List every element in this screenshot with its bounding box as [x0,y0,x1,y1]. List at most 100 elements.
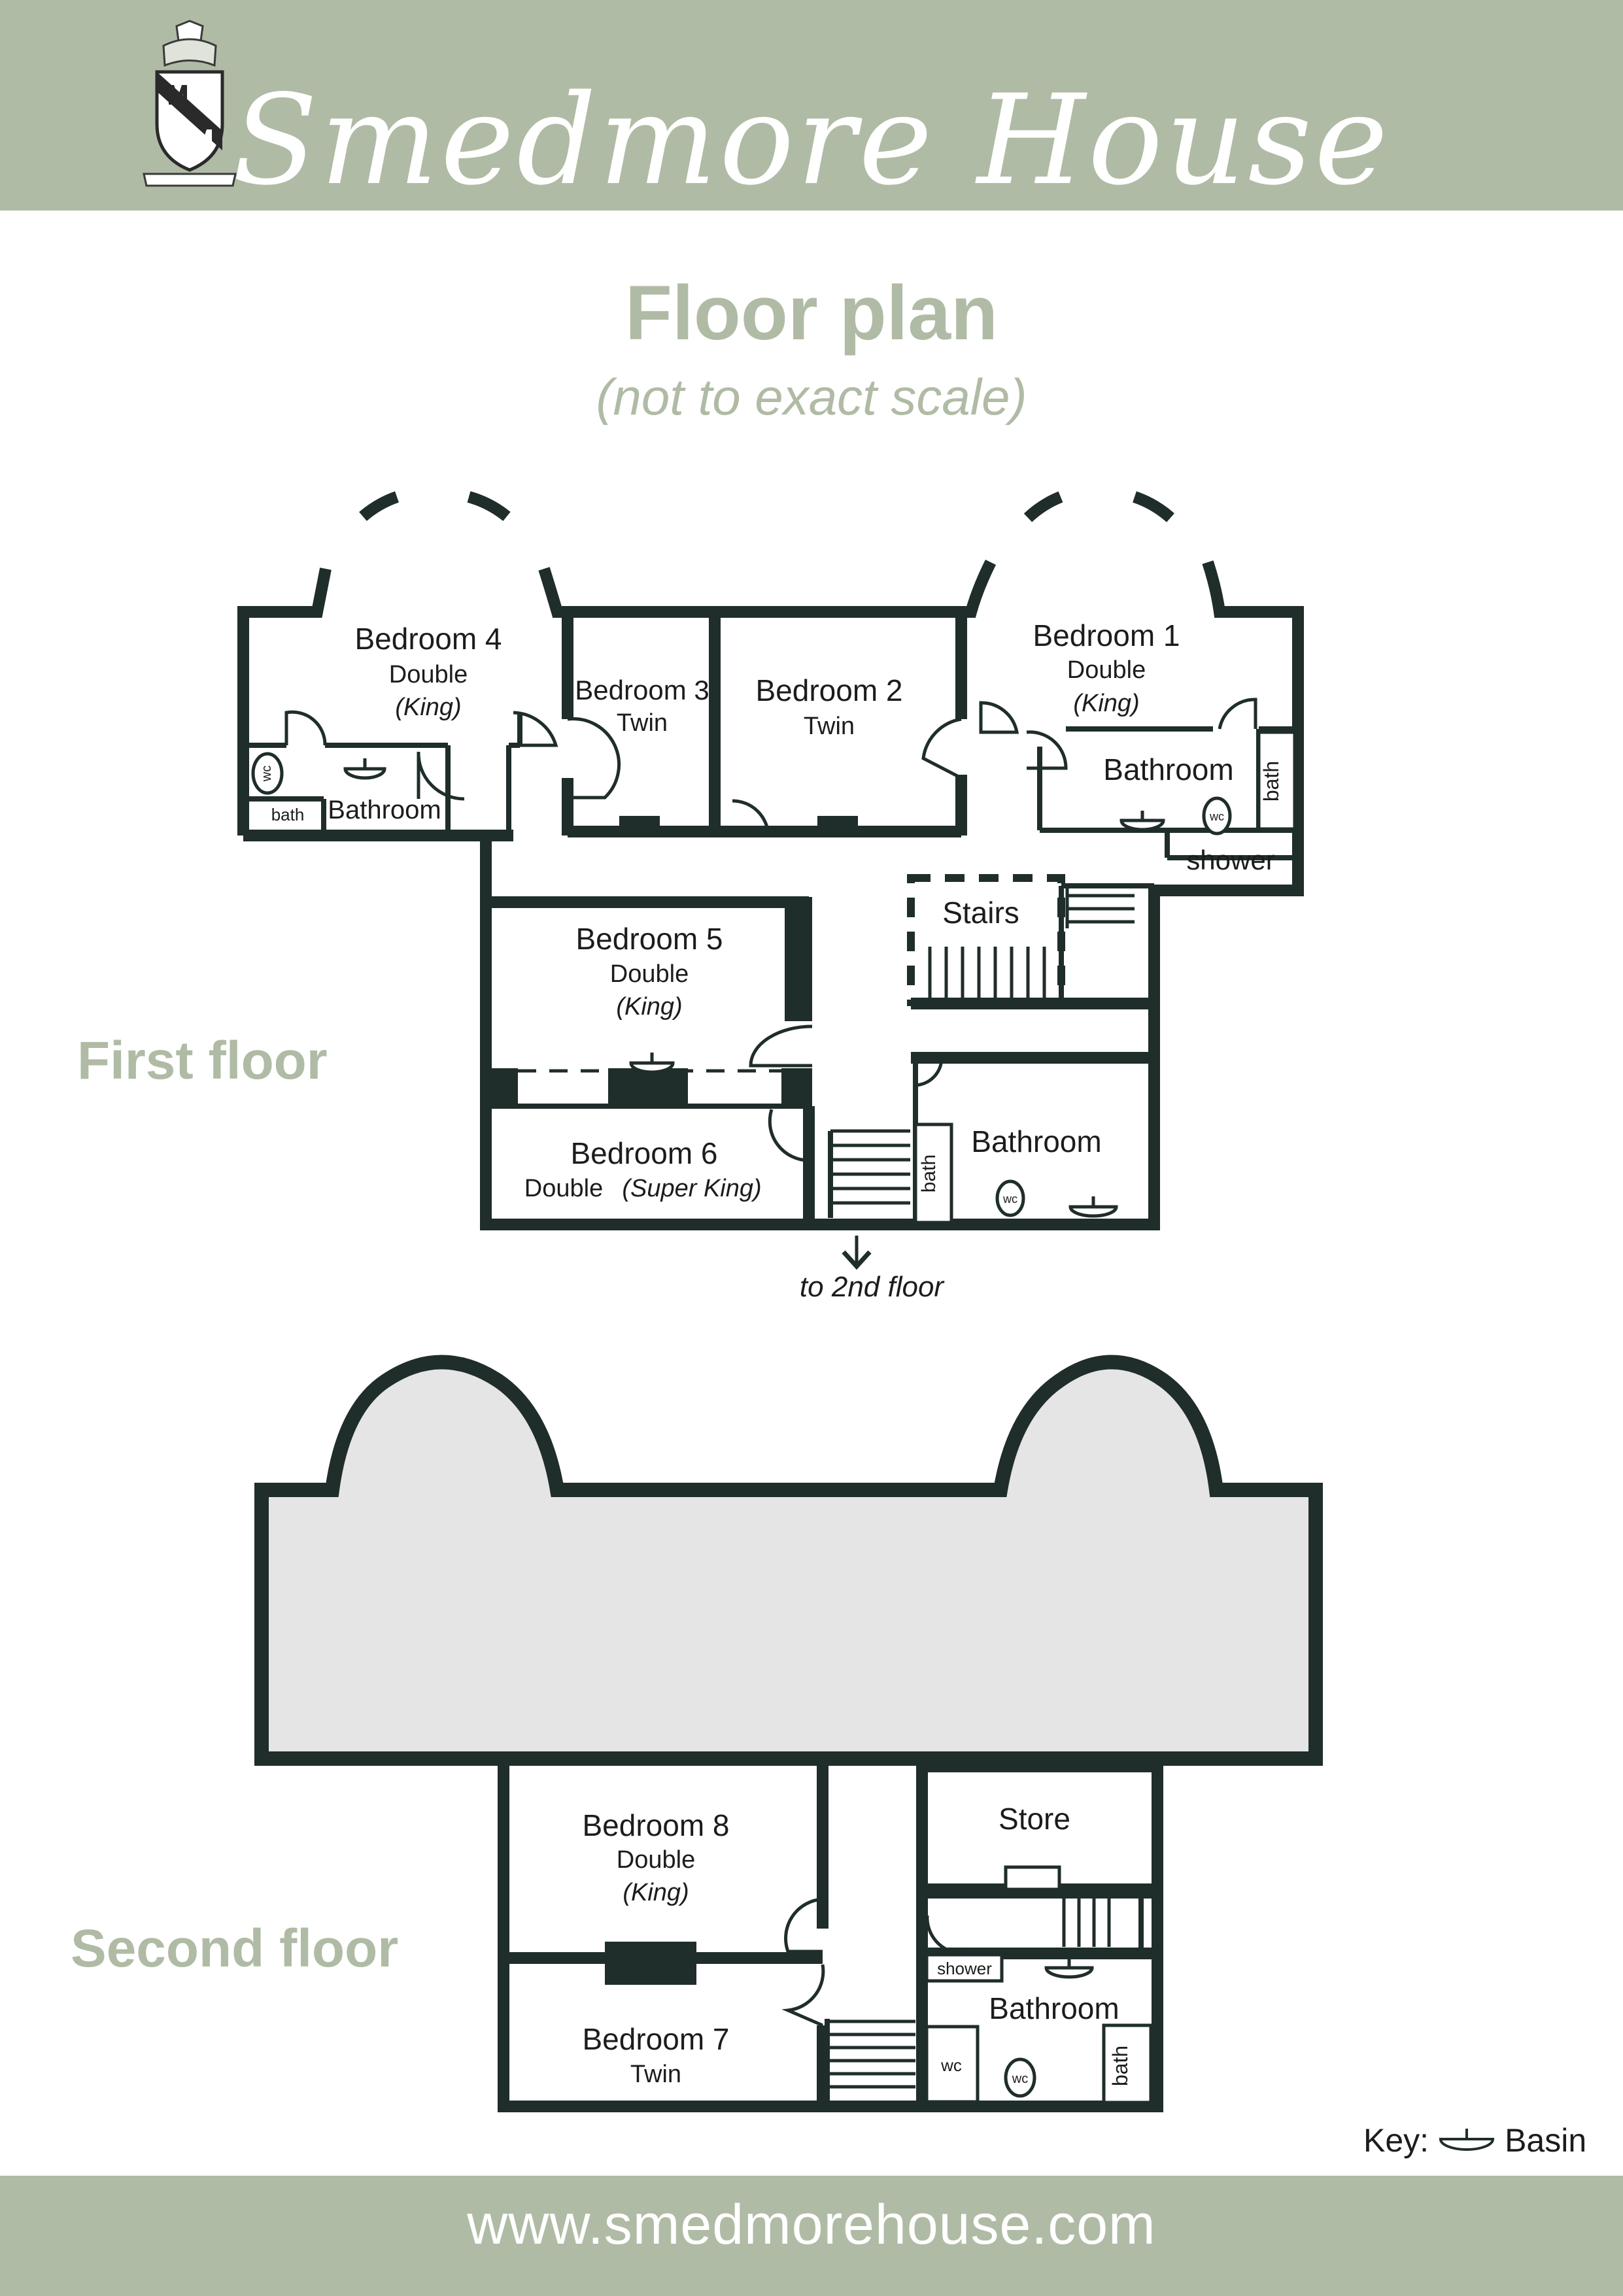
legend-key: Key: Basin [1363,2121,1586,2157]
bedroom-2-name: Bedroom 2 [755,673,902,707]
door-swing [513,711,558,747]
door-swing [781,1964,825,2027]
door-swing [921,717,963,780]
basin-icon [1439,2128,1495,2151]
bedroom-6-bed: (Super King) [622,1175,761,1202]
page-title: Floor plan [624,270,999,356]
door-swing [284,710,327,746]
bath-fixture [1257,730,1297,831]
second-floor-plan: Bedroom 8 Double (King) Bedroom 7 Twin S… [254,1355,1323,2112]
door-swing [417,751,465,801]
bedroom-7-type: Twin [630,2061,681,2088]
shower-label: shower [1186,845,1274,875]
bedroom-4-name: Bedroom 4 [354,622,502,656]
chimney-breast [605,1942,696,1985]
wall-section [492,1068,518,1106]
door-swing [979,701,1019,734]
arrow-down-icon [842,1250,872,1270]
bedroom-1-bed: (King) [1073,690,1139,717]
bedroom-3-name: Bedroom 3 [575,675,709,705]
basin-icon [629,1061,675,1074]
bedroom-5-type: Double [610,960,689,988]
bedroom-8-type: Double [617,1846,695,1874]
bedroom-1-name: Bedroom 1 [1033,618,1180,652]
bedroom-1-type: Double [1067,656,1146,684]
wall-section [785,897,812,1021]
stairs-label: Stairs [942,896,1019,930]
header-banner [0,0,1623,211]
stair-treads [830,886,1135,1205]
site-title: Smedmore House [232,68,1391,212]
shower-fixture [925,1953,1004,1983]
footer-banner [0,2176,1623,2296]
basin-icon [343,767,386,780]
shower-label: shower [937,1959,992,1978]
chimney-breast [608,1068,688,1106]
bay-window-arc [467,491,511,522]
basin-icon [1068,1205,1118,1218]
wc-label: wc [940,2055,962,2075]
bedroom-6-type: Double [524,1175,603,1202]
bedroom-8-name: Bedroom 8 [582,1808,729,1842]
fireplace [817,816,858,833]
bedroom-4-bed: (King) [395,694,461,721]
to-second-floor-note: to 2nd floor [800,1271,945,1303]
bedroom-5-bed: (King) [616,993,682,1021]
first-floor-plan: Bedroom 4 Double (King) Bedroom 3 Twin B… [237,491,1304,1303]
key-basin-label: Basin [1505,2121,1587,2159]
bedroom-7-name: Bedroom 7 [582,2022,729,2056]
second-floor-label: Second floor [71,1919,399,1978]
bath-label: bath [918,1155,940,1192]
store-label: Store [999,1802,1070,1836]
door-swing [768,1109,811,1162]
door-swing [567,717,621,800]
bath-label: bath [271,805,305,824]
bath-fixture [1102,2023,1153,2104]
wall-section [781,1068,812,1106]
bath-fixture [914,1123,953,1224]
wc-fixture [995,1179,1025,1217]
bay-window-arc [359,491,400,521]
wc-compartment [925,2025,980,2104]
fireplace [619,816,660,833]
bay-window-arc [1132,491,1174,522]
door-swing [749,1024,813,1068]
roof-area [254,1355,1323,1766]
bedroom-5-name: Bedroom 5 [575,922,723,956]
bedroom-4-type: Double [389,661,468,688]
bedroom-6-name: Bedroom 6 [570,1136,717,1170]
wc-fixture [1202,796,1232,836]
bath-label: bath [1259,761,1283,802]
wc-label: wc [1209,810,1224,823]
basin-icon [1044,1966,1094,1979]
page-subtitle: (not to exact scale) [596,368,1027,426]
bathroom-west-label: Bathroom [328,796,441,824]
wc-fixture [251,752,284,795]
website-url[interactable]: www.smedmorehouse.com [467,2193,1156,2256]
store-fixture [1004,1865,1061,1891]
basin-icon [1119,819,1165,832]
door-swing [1218,698,1257,730]
family-crest-logo [143,20,237,187]
door-swing [1026,730,1068,770]
bathroom-central-label: Bathroom [971,1124,1101,1158]
wc-label: wc [1012,2072,1028,2086]
door-swing [732,799,770,836]
door-swing [925,1915,962,1955]
bathroom-east-label: Bathroom [1103,752,1233,786]
bay-window-arc [1023,491,1063,522]
wc-label: wc [260,766,274,782]
stair-treads [827,1896,1111,2089]
door-swing [915,1056,944,1087]
door-swing [784,1897,823,1953]
bedroom-2-type: Twin [804,713,855,740]
bath-label: bath [1108,2046,1132,2086]
bathroom-label: Bathroom [989,1991,1119,2025]
bedroom-8-bed: (King) [623,1879,689,1906]
wc-label: wc [1002,1192,1017,1206]
bedroom-3-type: Twin [617,709,668,737]
wc-fixture [1004,2057,1036,2098]
key-label: Key: [1363,2121,1429,2159]
first-floor-label: First floor [77,1031,328,1090]
